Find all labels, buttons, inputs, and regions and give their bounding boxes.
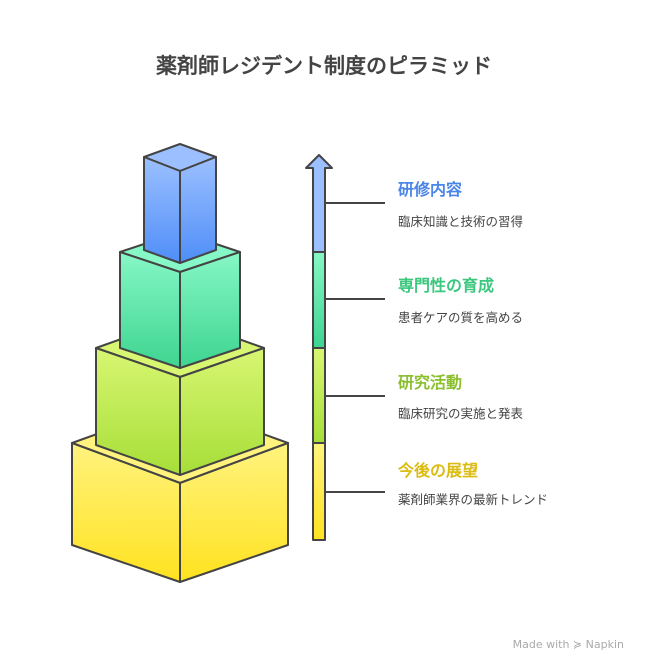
level-description: 患者ケアの質を高める [398, 310, 524, 325]
cube-research [95, 317, 265, 476]
page-title: 薬剤師レジデント制度のピラミッド [156, 54, 492, 78]
cube-training [143, 143, 217, 264]
level-heading: 研究活動 [398, 373, 463, 392]
vertical-arrow-bar [305, 154, 333, 541]
level-description: 薬剤師業界の最新トレンド [398, 492, 549, 507]
level-description: 臨床知識と技術の習得 [398, 214, 524, 229]
level-heading: 専門性の育成 [398, 276, 495, 295]
level-heading: 研修内容 [398, 180, 463, 199]
level-heading: 今後の展望 [398, 461, 479, 480]
napkin-watermark: Made with ≽ Napkin [512, 638, 624, 651]
level-description: 臨床研究の実施と発表 [398, 406, 524, 421]
